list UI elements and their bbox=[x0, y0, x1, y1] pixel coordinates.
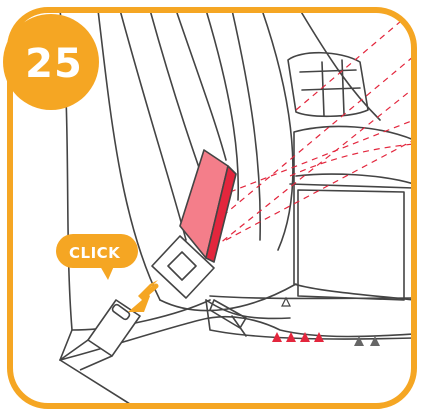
buckle-receiver bbox=[60, 300, 140, 370]
triangle-up-icon bbox=[314, 332, 324, 342]
click-label: CLICK bbox=[69, 244, 120, 262]
seat-wing-edge bbox=[300, 10, 380, 120]
pocket-panel bbox=[298, 190, 404, 300]
triangle-up-icon bbox=[282, 298, 290, 306]
belt-path-6 bbox=[290, 144, 414, 176]
backrest-strip-5 bbox=[232, 10, 260, 240]
side-pocket bbox=[296, 174, 414, 184]
step-badge: 25 bbox=[3, 14, 99, 110]
belt-path-1 bbox=[206, 56, 414, 230]
triangle-up-icon bbox=[354, 336, 364, 346]
side-pad bbox=[294, 126, 414, 300]
triangle-up-icon bbox=[370, 336, 380, 346]
seat-wing bbox=[262, 10, 293, 250]
belt-path-2 bbox=[214, 88, 414, 248]
backrest-strip-1 bbox=[120, 10, 186, 240]
backrest-strip-3 bbox=[176, 10, 226, 160]
belt-path-5 bbox=[296, 10, 414, 110]
step-number: 25 bbox=[25, 41, 83, 87]
adjust-slot bbox=[210, 300, 246, 328]
